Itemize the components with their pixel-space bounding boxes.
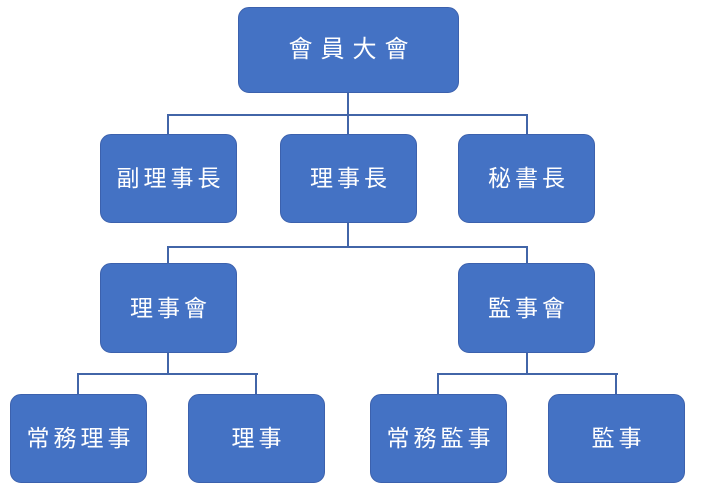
node-label: 副理事長 [116,166,225,191]
node-standing-supervisor[interactable]: 常務監事 [370,394,507,483]
node-standing-director[interactable]: 常務理事 [10,394,147,483]
node-vice-chairman[interactable]: 副理事長 [100,134,237,223]
node-board-of-directors[interactable]: 理事會 [100,263,237,353]
connector-bus-directors [77,373,258,375]
node-label: 理事 [231,426,286,451]
node-label: 監事會 [488,295,569,321]
connector-bus-level3 [167,246,528,248]
connector-drop-standing-supervisor [437,373,439,394]
connector-drop-director [255,373,257,394]
node-label: 監事 [591,426,646,451]
connector-drop-standing-director [77,373,79,394]
node-label: 理事會 [130,295,211,321]
connector-drop-vice-chairman [167,114,169,134]
node-chairman[interactable]: 理事長 [280,134,417,223]
connector-drop-board-of-directors [167,246,169,264]
node-label: 會員大會 [288,37,417,63]
node-label: 秘書長 [488,166,569,191]
node-general-assembly[interactable]: 會員大會 [238,7,459,93]
node-label: 常務監事 [386,426,495,451]
node-label: 常務理事 [26,426,135,451]
connector-drop-supervisory-board [526,246,528,264]
connector-directors-to-bus [167,353,169,375]
connector-bus-level2 [167,114,528,116]
node-supervisory-board[interactable]: 監事會 [458,263,595,353]
node-director[interactable]: 理事 [188,394,325,483]
connector-assembly-to-chairman [347,93,349,134]
connector-bus-supervisors [437,373,618,375]
connector-chairman-to-bus [347,223,349,248]
node-supervisor[interactable]: 監事 [548,394,685,483]
connector-drop-supervisor [615,373,617,394]
connector-supervisors-to-bus [526,353,528,375]
connector-drop-secretary-general [526,114,528,134]
node-secretary-general[interactable]: 秘書長 [458,134,595,223]
node-label: 理事長 [310,166,391,191]
